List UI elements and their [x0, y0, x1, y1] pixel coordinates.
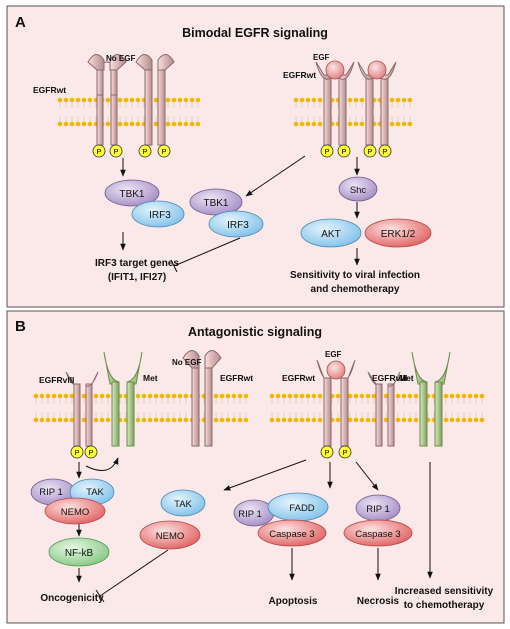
oncogenicity-label: Oncogenicity — [40, 593, 104, 604]
phospho-icon — [363, 144, 377, 158]
phospho-label: P — [324, 147, 329, 156]
phospho-icon — [70, 445, 84, 459]
apoptosis-label: Apoptosis — [269, 596, 318, 607]
met-receptor-left — [103, 351, 143, 447]
necrosis-label: Necrosis — [357, 596, 400, 607]
caspase3-protein-necrosis — [343, 519, 413, 547]
phospho-label: P — [113, 147, 118, 156]
nemo-protein-mid — [139, 520, 201, 550]
sensitivity-line1: Sensitivity to viral infection — [290, 270, 420, 281]
phospho-icon — [320, 144, 334, 158]
rip1-label-fadd: RIP 1 — [238, 509, 262, 520]
akt-label: AKT — [321, 229, 340, 240]
egf-ligand-icon — [325, 60, 345, 80]
phospho-icon — [92, 144, 106, 158]
shc-protein — [338, 176, 378, 202]
phospho-icon — [157, 144, 171, 158]
phospho-label: P — [74, 448, 79, 457]
phospho-label: P — [88, 448, 93, 457]
irf3-label-a-left: IRF3 — [149, 210, 171, 221]
inhibition-irf3-to-targets — [170, 237, 241, 273]
phospho-label: P — [382, 147, 387, 156]
caspase3-label-apoptosis: Caspase 3 — [269, 529, 314, 540]
arrow-egfr-to-rip1-necrosis — [355, 461, 379, 491]
phospho-icon — [320, 445, 334, 459]
panel-b-background — [6, 310, 505, 624]
arrow-egfr-to-tak — [223, 459, 307, 491]
erk-label: ERK1/2 — [381, 229, 416, 240]
phospho-icon — [138, 144, 152, 158]
nemo-protein-left — [44, 497, 106, 525]
tbk1-label-a-mid: TBK1 — [203, 198, 228, 209]
phospho-label: P — [142, 147, 147, 156]
egfrviii-label-b-right: EGFRvIII — [372, 373, 407, 383]
rip1-label-necrosis: RIP 1 — [366, 504, 390, 515]
chemo-sensitivity-line1: Increased sensitivity — [395, 586, 494, 597]
panel-a-title: Bimodal EGFR signaling — [182, 26, 328, 40]
fadd-label: FADD — [289, 503, 314, 514]
shc-label: Shc — [350, 185, 367, 196]
chemo-sensitivity-line2: to chemotherapy — [404, 600, 485, 611]
arrow-egf-to-tbk1 — [245, 155, 306, 197]
membrane-a-right — [293, 97, 413, 127]
met-label-b-left: Met — [143, 373, 158, 383]
no-egf-label-b: No EGF — [172, 358, 201, 367]
met-label-b-right: Met — [399, 373, 414, 383]
phospho-label: P — [342, 448, 347, 457]
tbk1-protein-a-left — [104, 179, 160, 207]
egfrwt-label-a-right: EGFRwt — [283, 70, 316, 80]
nemo-label-left: NEMO — [61, 507, 90, 518]
egfrviii-label-b-left: EGFRvIII — [39, 375, 74, 385]
erk-protein — [364, 218, 432, 248]
irf3-label-a-mid: IRF3 — [227, 220, 249, 231]
nemo-label-mid: NEMO — [156, 531, 185, 542]
tbk1-label-a-left: TBK1 — [119, 189, 144, 200]
irf3-targets-line1: IRF3 target genes — [95, 258, 179, 269]
egf-label-b: EGF — [325, 350, 342, 359]
egfrwt-label-b-left: EGFRwt — [220, 373, 253, 383]
panel-a-letter: A — [15, 14, 26, 31]
phospho-icon — [84, 445, 98, 459]
nfkb-protein — [48, 537, 110, 567]
tak-label-left: TAK — [86, 487, 104, 498]
no-egf-label-a: No EGF — [106, 54, 135, 63]
phospho-label: P — [367, 147, 372, 156]
phospho-label: P — [341, 147, 346, 156]
egf-label-a: EGF — [313, 53, 330, 62]
rip1-label-left: RIP 1 — [39, 487, 63, 498]
tak-protein-mid — [160, 489, 206, 517]
egfrwt-receptors-no-egf — [87, 54, 175, 146]
egfrviii-receptor-right — [367, 371, 401, 447]
egf-ligand-icon — [326, 360, 346, 380]
egf-ligand-icon — [367, 60, 387, 80]
phospho-icon — [378, 144, 392, 158]
egfrwt-label-a-left: EGFRwt — [33, 85, 66, 95]
irf3-protein-a-mid — [208, 210, 264, 238]
inhibition-nemo-to-oncogenicity — [95, 549, 169, 603]
phospho-label: P — [324, 448, 329, 457]
panel-a-background — [6, 5, 505, 308]
caspase3-protein-apoptosis — [257, 519, 327, 547]
phospho-icon — [338, 445, 352, 459]
phospho-icon — [109, 144, 123, 158]
panel-b-title: Antagonistic signaling — [188, 325, 322, 339]
panel-b-letter: B — [15, 318, 26, 335]
phospho-label: P — [161, 147, 166, 156]
irf3-protein-a-left — [131, 200, 185, 228]
irf3-targets-line2: (IFIT1, IFI27) — [108, 272, 166, 283]
akt-protein — [300, 218, 362, 248]
caspase3-label-necrosis: Caspase 3 — [355, 529, 400, 540]
tak-label-mid: TAK — [174, 499, 192, 510]
phospho-icon — [337, 144, 351, 158]
arrow-egfrviii-to-met — [85, 457, 119, 471]
phospho-label: P — [96, 147, 101, 156]
sensitivity-line2: and chemotherapy — [311, 284, 400, 295]
egfrwt-receptor-b-no-egf — [182, 350, 222, 447]
nfkb-label: NF-kB — [65, 548, 94, 559]
egfrwt-label-b-right: EGFRwt — [282, 373, 315, 383]
met-receptor-right — [411, 351, 451, 447]
